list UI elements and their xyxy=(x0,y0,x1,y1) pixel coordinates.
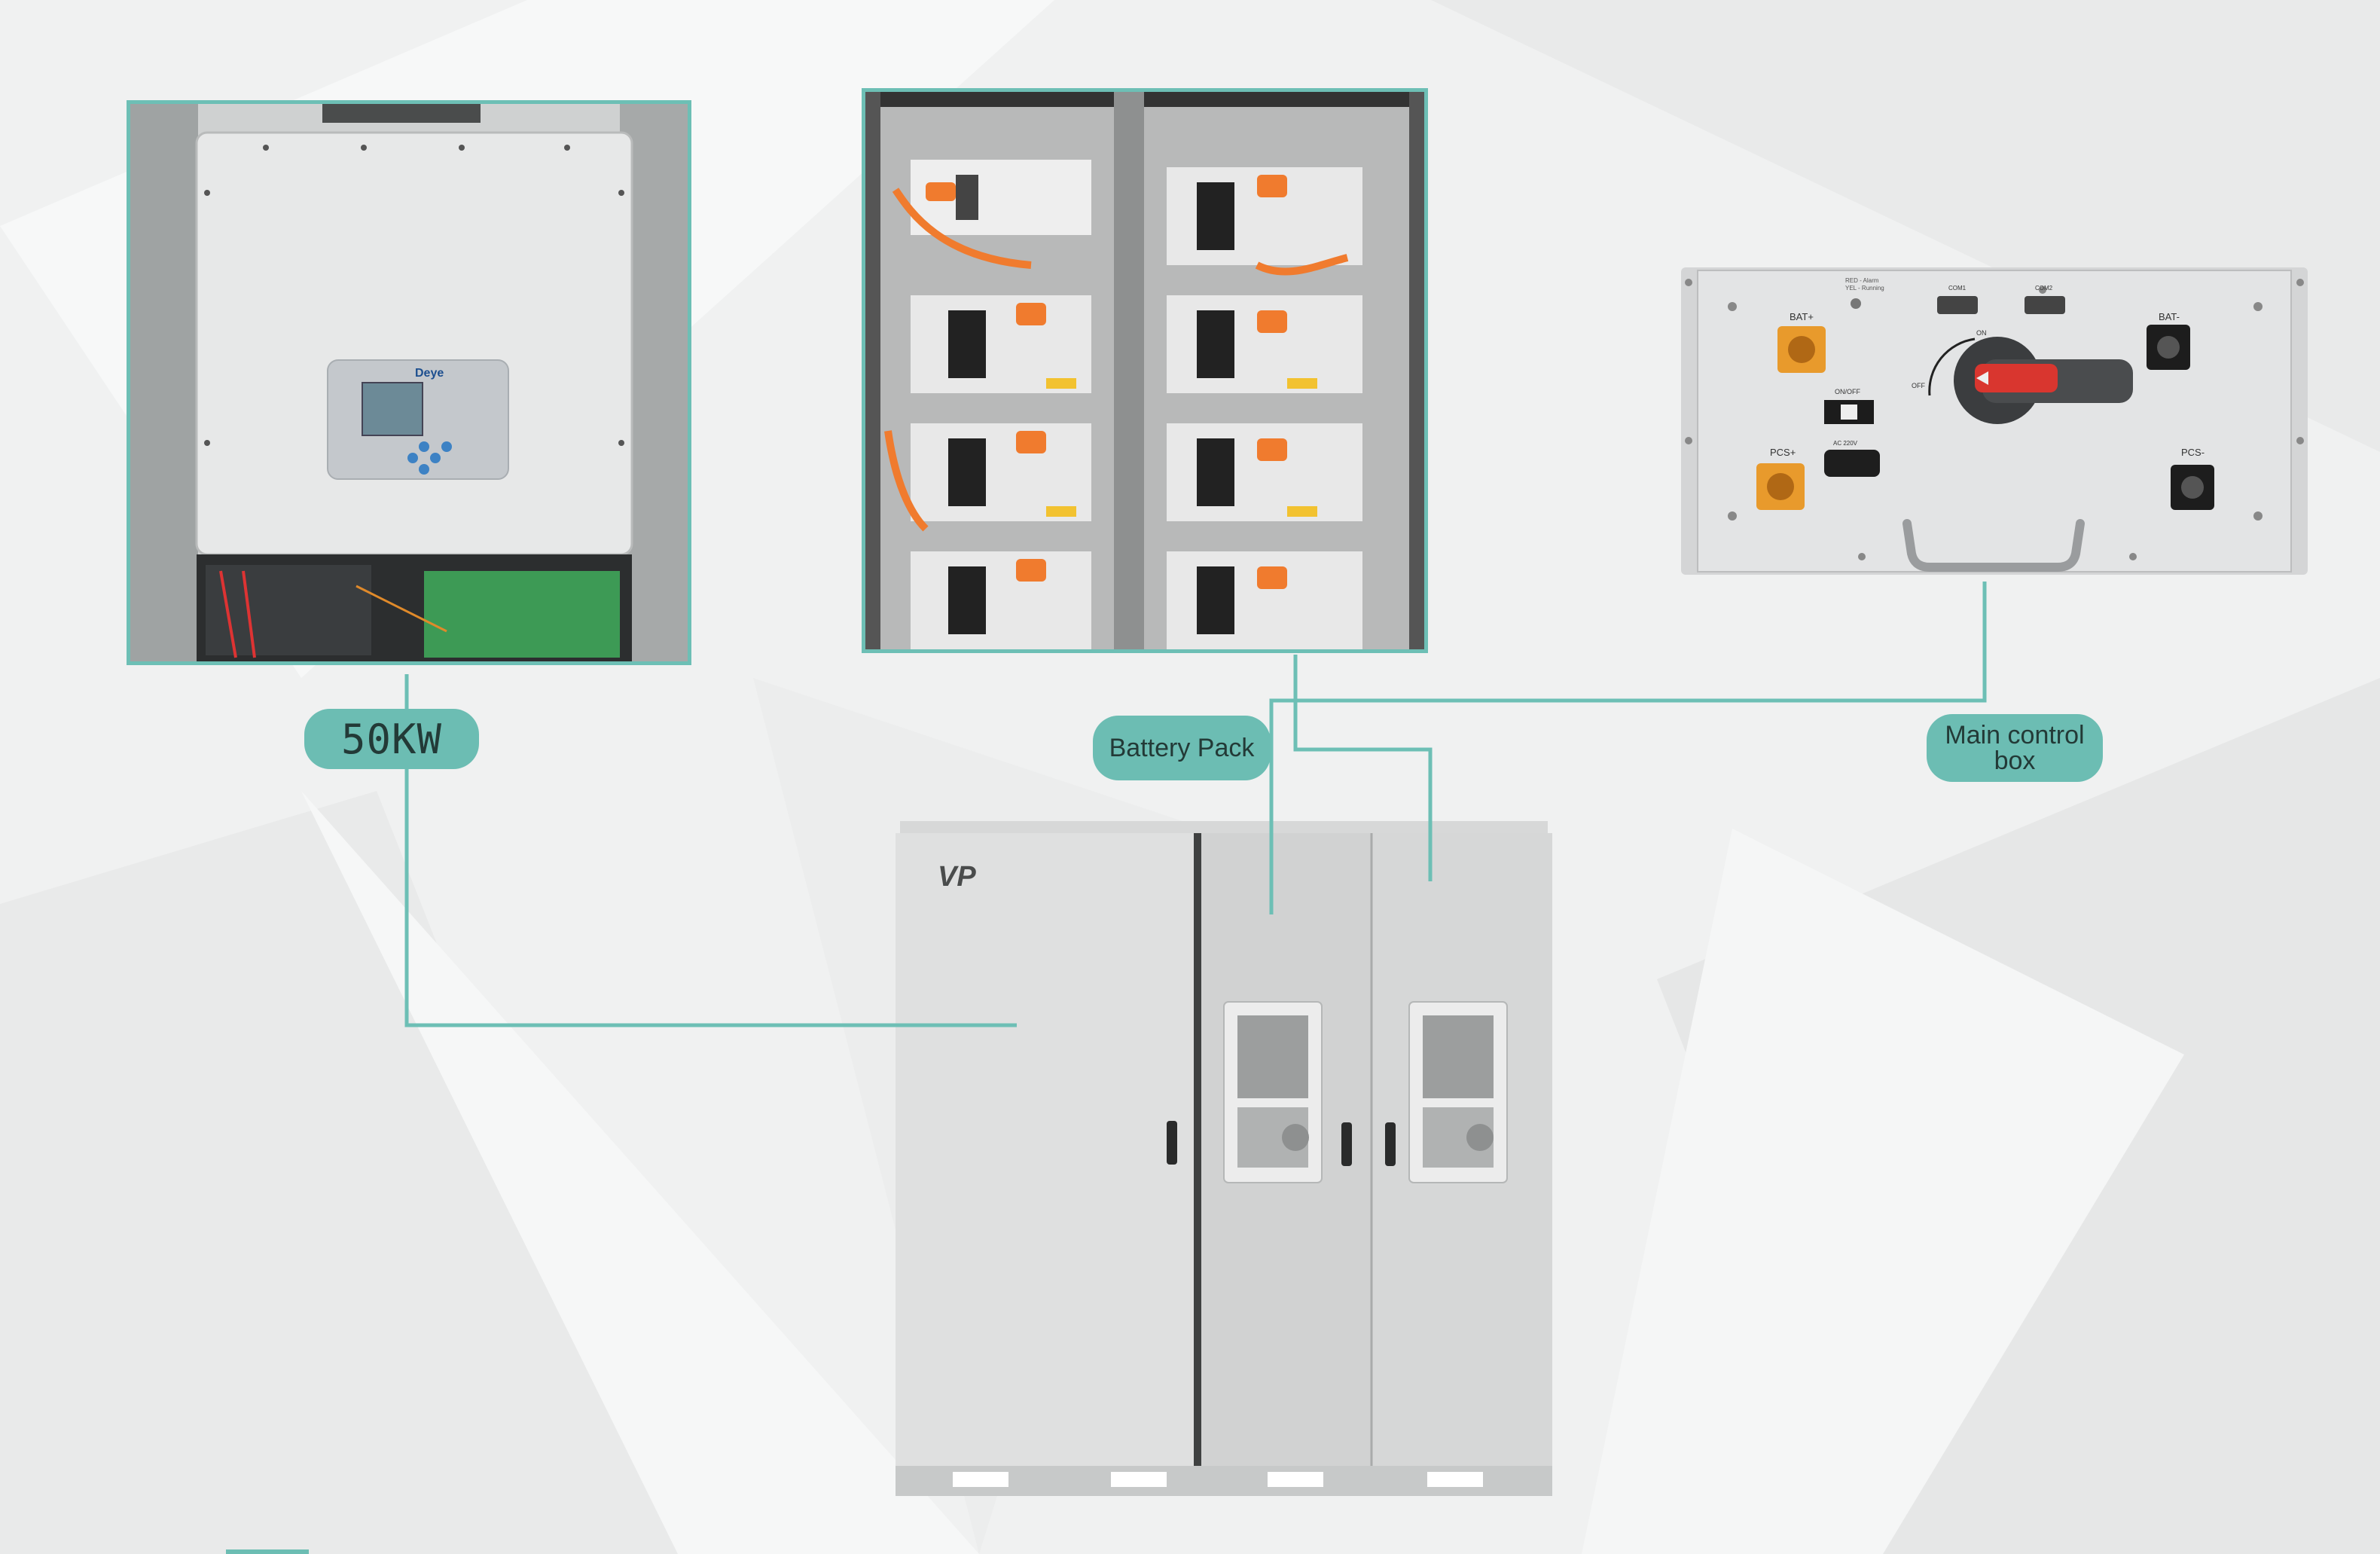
bat-minus-label: BAT- xyxy=(2159,311,2180,322)
connector-inverter-cabinet xyxy=(404,769,1017,1027)
connector-control-cabinet xyxy=(1269,582,1987,914)
inverter-power-label: 50KW xyxy=(304,709,479,769)
switch-off-label: OFF xyxy=(1912,382,1925,389)
status-led xyxy=(1851,298,1861,309)
on-off-label: ON/OFF xyxy=(1835,388,1860,395)
com2-port xyxy=(2025,296,2065,314)
com2-label: COM2 xyxy=(2035,285,2053,292)
inverter-brand: Deye xyxy=(415,367,444,380)
alarm-label: RED - Alarm xyxy=(1845,277,1879,284)
main-control-box-label: Main control box xyxy=(1927,714,2103,782)
battery-pack-label: Battery Pack xyxy=(1093,716,1271,780)
door-handle-2[interactable] xyxy=(1341,1122,1352,1166)
carry-handle xyxy=(1902,519,2085,572)
switch-on-label: ON xyxy=(1976,329,1987,337)
connector-battery-cabinet xyxy=(1293,655,1433,881)
pcs-minus-label: PCS- xyxy=(2181,447,2205,458)
com1-label: COM1 xyxy=(1948,285,1967,292)
cabinet-logo: VP xyxy=(938,861,976,893)
battery-pack-photo xyxy=(862,88,1428,653)
energy-storage-cabinet: VP xyxy=(892,821,1555,1503)
main-control-box-photo: BAT+ PCS+ RED - Alarm YEL - Running COM1… xyxy=(1681,267,2308,575)
pcs-plus-label: PCS+ xyxy=(1770,447,1796,458)
door-handle-1[interactable] xyxy=(1167,1121,1177,1165)
bat-plus-label: BAT+ xyxy=(1790,311,1814,322)
ac-input-socket xyxy=(1824,450,1880,477)
running-label: YEL - Running xyxy=(1845,285,1884,292)
ac-input-label: AC 220V xyxy=(1833,440,1858,447)
accent-bar xyxy=(226,1549,309,1554)
inverter-photo: Deye xyxy=(127,100,691,665)
door-handle-3[interactable] xyxy=(1385,1122,1396,1166)
com1-port xyxy=(1937,296,1978,314)
